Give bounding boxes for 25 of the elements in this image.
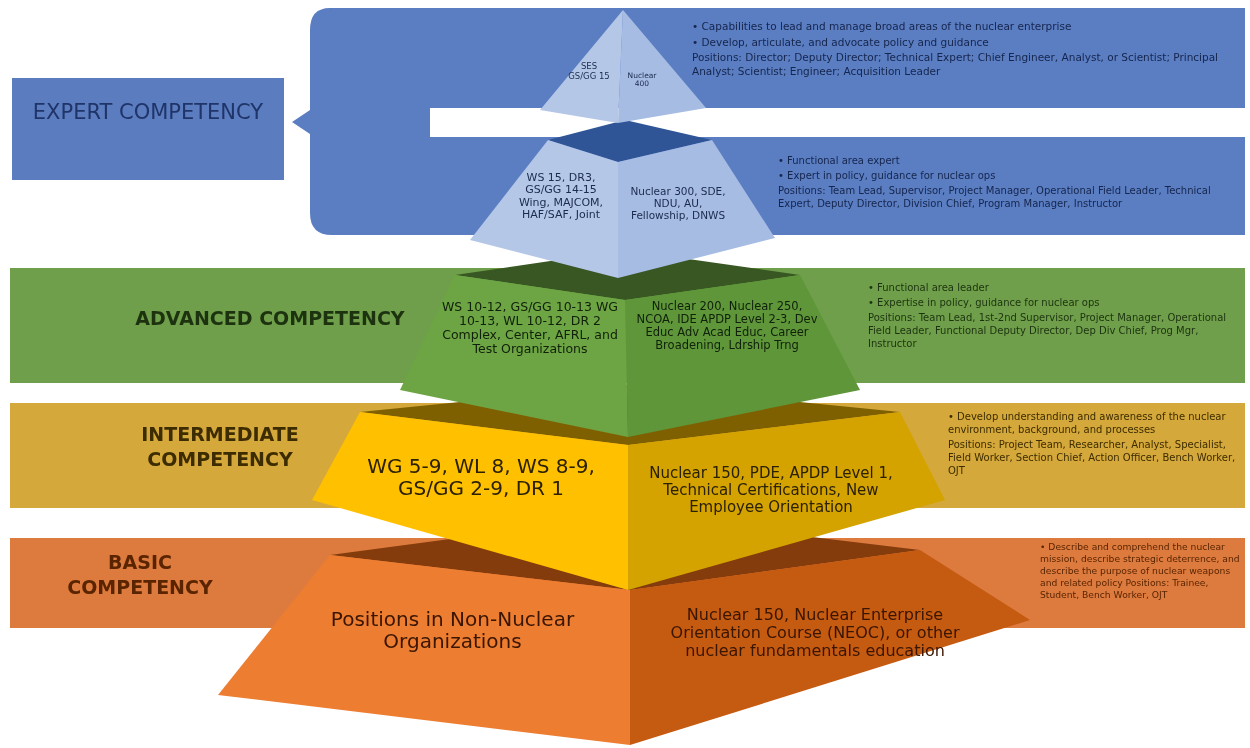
competency-label-box bbox=[12, 78, 284, 180]
face-text: WS 15, DR3, GS/GG 14-15 Wing, MAJCOM, HAF/SAF, Joint bbox=[517, 172, 605, 222]
description-text: Positions: Team Lead, Supervisor, Project Manager, Operational Field Leader, Technical Expert, Deputy Director, Division Chief, Program Manager, Instructor bbox=[778, 184, 1212, 210]
face-text: SES GS/GG 15 bbox=[567, 62, 611, 82]
description-text: • Develop, articulate, and advocate policy and guidance bbox=[692, 35, 990, 50]
face-text: Nuclear 200, Nuclear 250, NCOA, IDE APDP Level 2-3, Dev Educ Adv Acad Educ, Career Broadening, Ldrship Trng bbox=[635, 300, 819, 352]
description-text: • Describe and comprehend the nuclear mission, describe strategic deterrence, and describe the purpose of nuclear weapons and related policy Positions: Trainee, Student, Bench Worker, OJT bbox=[1040, 541, 1240, 601]
description-text: Positions: Director; Deputy Director; Technical Expert; Chief Engineer, Analyst, or Scientist; Principal Analyst; Scientist; Engineer; Acquisition Leader bbox=[692, 51, 1219, 79]
face-text: Nuclear 300, SDE, NDU, AU, Fellowship, DNWS bbox=[629, 186, 727, 222]
face-text: WG 5-9, WL 8, WS 8-9, GS/GG 2-9, DR 1 bbox=[366, 455, 596, 500]
face-text: Positions in Non-Nuclear Organizations bbox=[329, 608, 576, 653]
competency-heading: EXPERT COMPETENCY bbox=[32, 100, 264, 124]
face-text: Nuclear 150, PDE, APDP Level 1, Technical Certifications, New Employee Orientation bbox=[648, 465, 894, 516]
description-text: Positions: Team Lead, 1st-2nd Supervisor, Project Manager, Operational Field Leader, Functional Deputy Director, Dep Div Chief, Prog Mgr, Instructor bbox=[868, 311, 1228, 350]
description-text: • Expertise in policy, guidance for nuclear ops bbox=[868, 296, 1101, 309]
description-text: • Expert in policy, guidance for nuclear ops bbox=[778, 169, 997, 182]
description-text: • Capabilities to lead and manage broad areas of the nuclear enterprise bbox=[692, 20, 1073, 34]
description-text: Positions: Project Team, Researcher, Analyst, Specialist, Field Worker, Section Chief, Action Officer, Bench Worker, OJT bbox=[948, 438, 1237, 477]
description-text: • Functional area expert bbox=[778, 154, 901, 167]
face-text: WS 10-12, GS/GG 10-13 WG 10-13, WL 10-12, DR 2 Complex, Center, AFRL, and Test Organizations bbox=[440, 300, 620, 356]
competency-heading: INTERMEDIATE COMPETENCY bbox=[140, 422, 300, 472]
competency-heading: BASIC COMPETENCY bbox=[66, 550, 214, 600]
competency-heading: ADVANCED COMPETENCY bbox=[134, 306, 406, 331]
description-text: • Develop understanding and awareness of the nuclear environment, background, and processes bbox=[948, 410, 1227, 436]
description-text: • Functional area leader bbox=[868, 281, 990, 294]
